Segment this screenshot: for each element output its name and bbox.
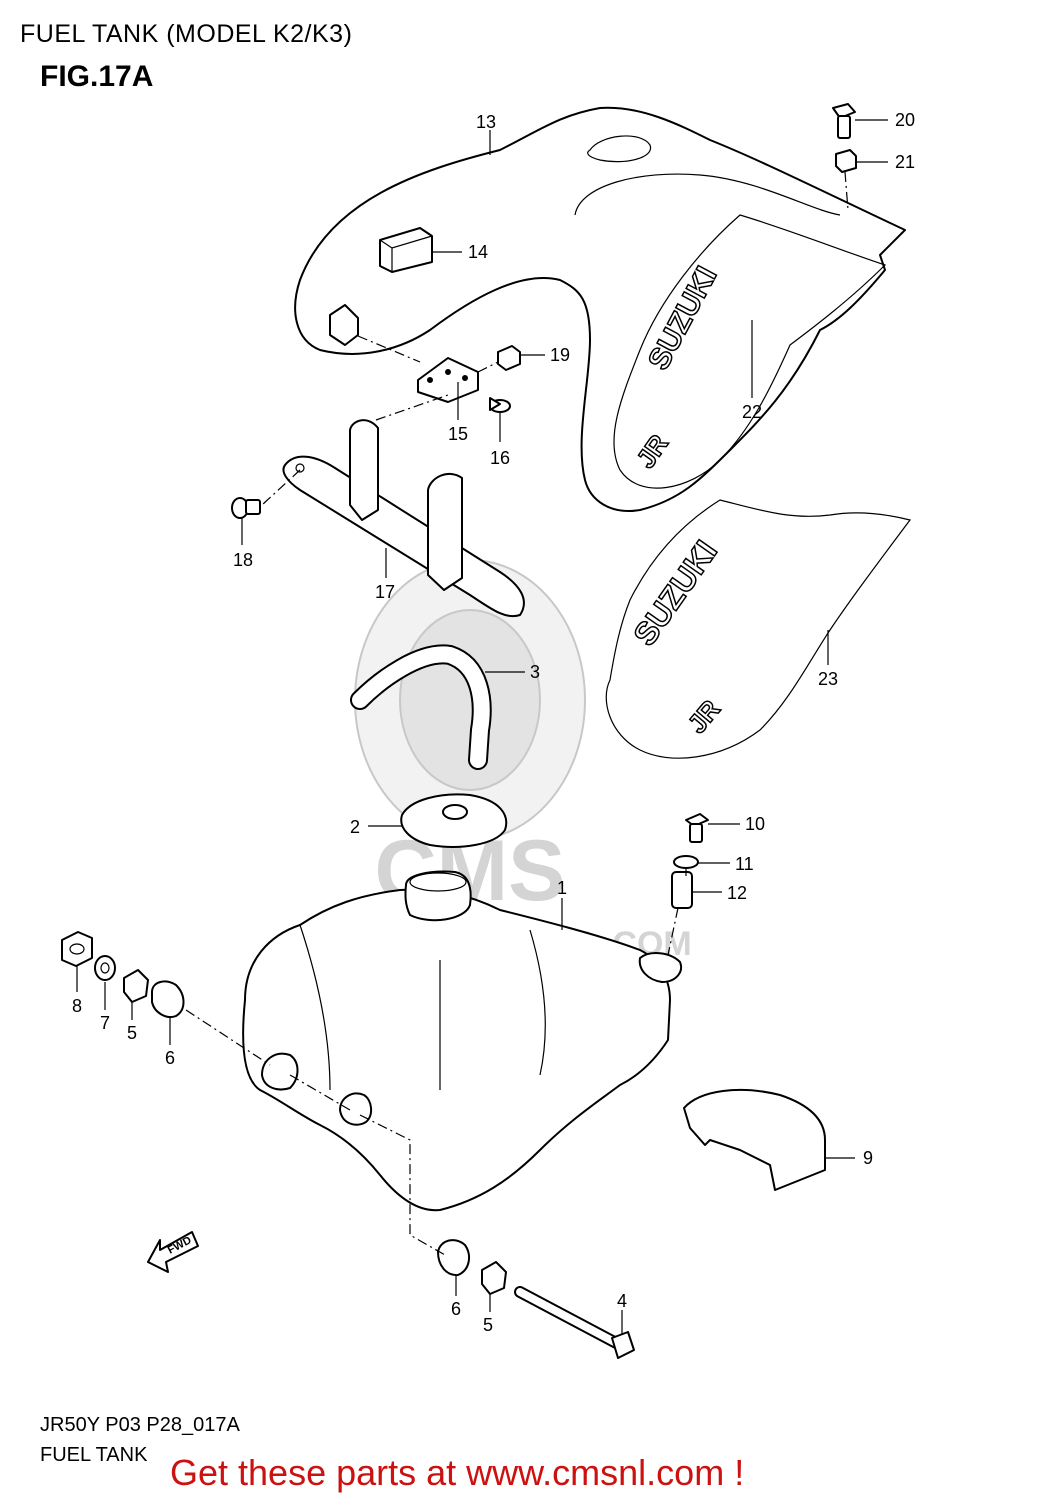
callout-9: 9: [863, 1148, 873, 1168]
forward-arrow-icon: FWD: [147, 1231, 199, 1273]
part-5-collar-bottom: [481, 1261, 507, 1295]
part-5-collar-left: [123, 969, 149, 1003]
callout-14: 14: [468, 242, 488, 262]
part-9-cushion: [683, 1088, 826, 1191]
diagram-code: JR50Y P03 P28_017A: [40, 1414, 240, 1436]
part-8-nut: [61, 931, 93, 967]
part-23-decal: SUZUKI JR: [605, 499, 912, 759]
assembly-lines: [185, 171, 849, 1256]
part-12-spacer: [671, 871, 693, 909]
callout-6-left: 6: [165, 1048, 175, 1068]
part-20-bolt: [832, 103, 856, 139]
leader-lines: [76, 119, 888, 1335]
call-to-action-text: Get these parts at www.cmsnl.com !: [170, 1452, 745, 1493]
part-10-bolt: [685, 813, 709, 843]
callout-numbers: 13 20 21 14 19 15 16 22 18 17 23 3 2 10 …: [72, 110, 915, 1335]
callout-23: 23: [818, 669, 838, 689]
part-6-grommet-bottom: [437, 1239, 471, 1277]
callout-7: 7: [100, 1013, 110, 1033]
callout-6-bottom: 6: [451, 1299, 461, 1319]
callout-16: 16: [490, 448, 510, 468]
part-14-cushion: [379, 227, 433, 273]
cover-grommet: [329, 304, 359, 346]
part-19-collar: [497, 345, 521, 371]
callout-11: 11: [735, 854, 754, 874]
callout-19: 19: [550, 345, 570, 365]
callout-2: 2: [350, 817, 360, 837]
callout-17: 17: [375, 582, 395, 602]
part-11-washer: [673, 855, 699, 869]
part-21-nut: [835, 149, 857, 173]
callout-5-left: 5: [127, 1023, 137, 1043]
part-4-long-bolt: [514, 1286, 635, 1359]
diagram-name: FUEL TANK: [40, 1444, 148, 1466]
callout-13: 13: [476, 112, 496, 132]
callout-3: 3: [530, 662, 540, 682]
part-13-frame-cover: [294, 106, 906, 512]
callout-8: 8: [72, 996, 82, 1016]
part-16-screw: [489, 397, 511, 413]
page-title: FUEL TANK (MODEL K2/K3): [20, 20, 353, 48]
callout-10: 10: [745, 814, 765, 834]
decal-23-badge-text: JR: [682, 694, 726, 739]
part-7-washer: [94, 955, 116, 981]
callout-18: 18: [233, 550, 253, 570]
figure-number: FIG.17A: [40, 60, 154, 93]
part-6-grommet-left: [151, 980, 185, 1018]
callout-5-bottom: 5: [483, 1315, 493, 1335]
part-3-hose: [350, 644, 492, 770]
callout-15: 15: [448, 424, 468, 444]
part-17-bracket: [282, 419, 525, 618]
part-2-fuel-cap: [400, 793, 508, 848]
callout-20: 20: [895, 110, 915, 130]
part-1-fuel-tank: [242, 870, 682, 1212]
callout-1: 1: [557, 878, 567, 898]
part-18-screw: [231, 497, 261, 519]
callout-12: 12: [727, 883, 747, 903]
decal-23-brand-text: SUZUKI: [626, 534, 724, 652]
callout-4: 4: [617, 1291, 627, 1311]
callout-21: 21: [895, 152, 915, 172]
callout-22: 22: [742, 402, 762, 422]
part-15-bracket-plate: [417, 357, 479, 403]
